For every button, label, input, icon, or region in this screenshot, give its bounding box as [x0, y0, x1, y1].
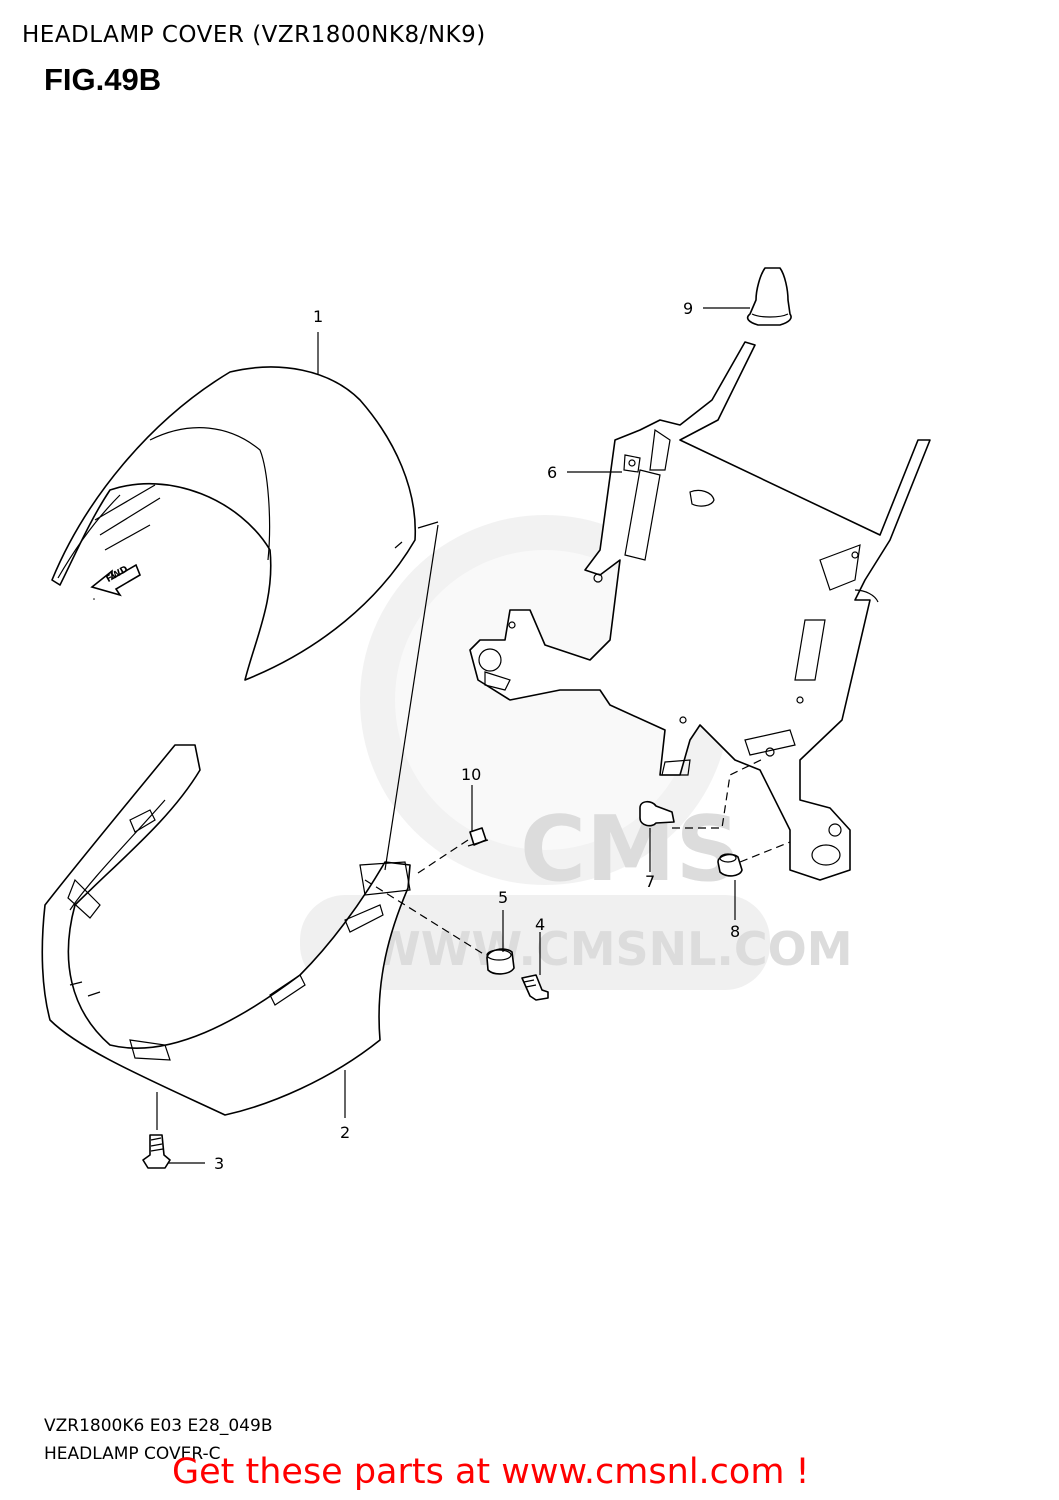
grommet: [717, 853, 743, 877]
bolt: [639, 800, 675, 827]
callout-5: 5: [498, 888, 508, 907]
screw: [521, 974, 549, 1001]
callout-6: 6: [547, 463, 557, 482]
tapping-screw: [142, 1134, 171, 1169]
figure-label: FIG.49B: [44, 62, 162, 97]
callout-9: 9: [683, 299, 693, 318]
callout-7: 7: [645, 872, 655, 891]
fwd-arrow-icon: FWD: [90, 563, 141, 600]
callout-10: 10: [461, 765, 481, 784]
diagram-code: VZR1800K6 E03 E28_049B: [44, 1416, 273, 1436]
callout-2: 2: [340, 1123, 350, 1142]
headlamp-bracket: [469, 341, 931, 881]
callout-4: 4: [535, 915, 545, 934]
headlamp-cover-lower: [41, 744, 411, 1116]
watermark-brand: CMS: [520, 797, 740, 902]
rubber-cap: [746, 267, 792, 326]
collar: [486, 948, 515, 975]
diagram-name: HEADLAMP COVER-C: [44, 1444, 221, 1464]
watermark-url: WWW.CMSNL.COM: [370, 922, 853, 976]
callout-8: 8: [730, 922, 740, 941]
promo-link[interactable]: Get these parts at www.cmsnl.com !: [172, 1452, 810, 1492]
bolt-small: [467, 827, 489, 847]
callout-3: 3: [214, 1154, 224, 1173]
callout-1: 1: [313, 307, 323, 326]
page-title: HEADLAMP COVER (VZR1800NK8/NK9): [22, 22, 486, 48]
headlamp-cover-upper: [51, 366, 417, 681]
